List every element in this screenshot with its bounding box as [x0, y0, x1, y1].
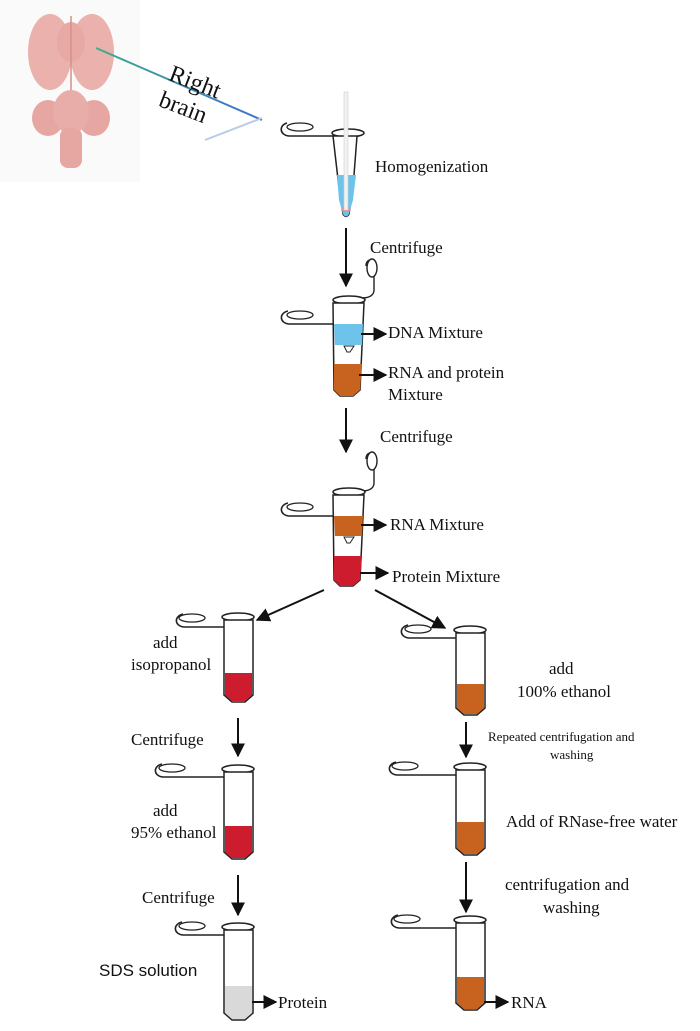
dna-mixture-label: DNA Mixture: [388, 323, 483, 342]
centrifuge-label-1: Centrifuge: [370, 238, 443, 257]
sds-solution-label: SDS solution: [99, 961, 198, 980]
repeated-centrifugation-label-1: Repeated centrifugation and: [488, 729, 635, 744]
rna-protein-label-1: RNA and protein: [388, 363, 505, 382]
flow-arrows: [231, 228, 510, 1009]
beam-lines: [95, 47, 263, 141]
centrifugation-washing-label-1: centrifugation and: [505, 875, 630, 894]
arrow-split-left: [255, 589, 325, 622]
add-95-ethanol-label-2: 95% ethanol: [131, 823, 217, 842]
tube-left-1: [175, 612, 255, 703]
add-100-ethanol-label-1: add: [549, 659, 574, 678]
tube-homogenization: [280, 91, 365, 218]
centrifuge-label-4: Centrifuge: [142, 888, 215, 907]
rna-mixture-label: RNA Mixture: [390, 515, 484, 534]
protein-label: Protein: [278, 993, 328, 1012]
tube-left-3: [174, 921, 255, 1021]
arrow-split-right: [374, 589, 447, 629]
rnase-free-water-label: Add of RNase-free water: [506, 812, 678, 831]
protein-mixture-label: Protein Mixture: [392, 567, 501, 586]
tube-phase-2: [280, 451, 378, 587]
tube-right-2: [388, 761, 487, 856]
rna-label: RNA: [511, 993, 547, 1012]
add-100-ethanol-label-2: 100% ethanol: [517, 682, 611, 701]
centrifugation-washing-label-2: washing: [543, 898, 600, 917]
centrifuge-label-3: Centrifuge: [131, 730, 204, 749]
tube-right-1: [400, 624, 487, 716]
tube-phase-1: [280, 258, 378, 397]
centrifuge-label-2: Centrifuge: [380, 427, 453, 446]
repeated-centrifugation-label-2: washing: [550, 747, 594, 762]
homogenization-label: Homogenization: [375, 157, 489, 176]
tube-right-3: [390, 914, 487, 1011]
add-95-ethanol-label-1: add: [153, 801, 178, 820]
add-isopropanol-label-2: isopropanol: [131, 655, 212, 674]
add-isopropanol-label-1: add: [153, 633, 178, 652]
tube-left-2: [154, 763, 255, 860]
rna-protein-label-2: Mixture: [388, 385, 443, 404]
brain-icon: [0, 0, 140, 182]
